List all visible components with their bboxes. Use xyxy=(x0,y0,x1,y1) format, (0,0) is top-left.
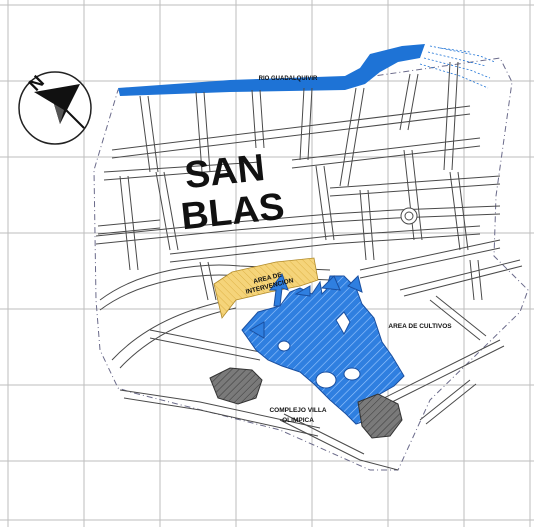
olympic-label-line2: OLIMPICA xyxy=(282,417,314,424)
north-arrow-icon xyxy=(18,71,92,145)
street-network xyxy=(95,61,523,471)
river-label: RIO GUADALQUIVIR xyxy=(259,76,318,82)
access-arrows xyxy=(248,272,363,339)
park-clearing xyxy=(277,340,291,352)
park-clearing xyxy=(335,311,351,336)
district-label-line1: SAN xyxy=(183,147,267,197)
olympic-label-line1: COMPLEJO VILLA xyxy=(269,407,326,414)
park-clearing xyxy=(315,371,337,389)
intervention-area xyxy=(213,257,319,319)
river-reeds xyxy=(419,45,496,89)
park-clearing xyxy=(343,367,361,381)
olympic-complex xyxy=(357,393,403,439)
crops-label: AREA DE CULTIVOS xyxy=(388,323,452,330)
river xyxy=(118,44,425,96)
site-boundary xyxy=(93,57,529,471)
olympic-complex xyxy=(209,367,263,405)
